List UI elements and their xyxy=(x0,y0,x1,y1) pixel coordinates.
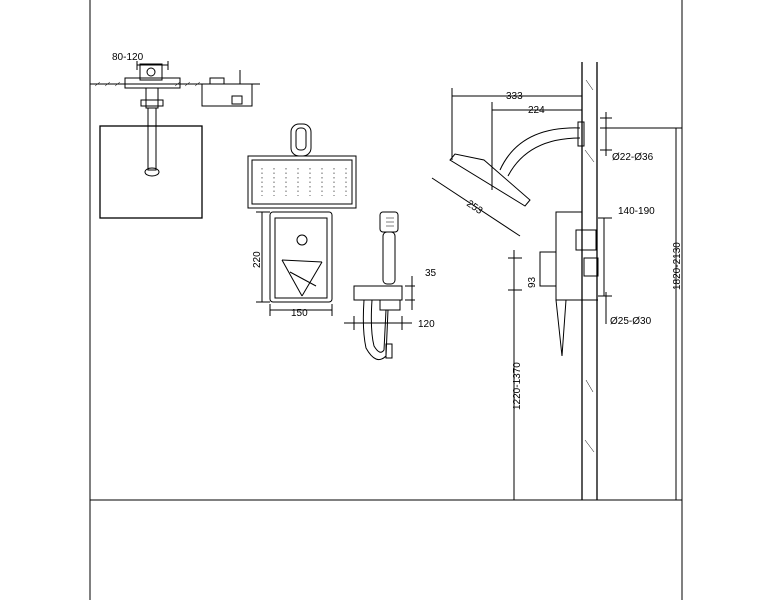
dim-valve-depth: 140-190 xyxy=(618,206,655,217)
front-view-shower-head xyxy=(247,123,357,209)
dim-pipe-diameter-bottom: Ø25-Ø30 xyxy=(610,316,652,327)
side-view-dim-lines xyxy=(431,88,682,500)
hand-shower-holder xyxy=(353,285,403,361)
dim-head-height: 1820-2130 xyxy=(672,242,683,290)
panel-height-dim xyxy=(256,211,270,303)
hand-shower xyxy=(379,211,399,285)
dim-holder-height: 120 xyxy=(418,319,435,330)
side-view-arm xyxy=(449,121,585,207)
dim-arm-reach: 333 xyxy=(506,91,523,102)
dim-panel-width: 150 xyxy=(291,308,308,319)
dim-valve-height: 1220-1370 xyxy=(512,362,523,410)
top-view-mount xyxy=(124,61,181,177)
panel-width-dim xyxy=(269,304,333,316)
holder-dims xyxy=(344,276,415,330)
side-view-valve-body xyxy=(539,211,599,357)
front-view-nozzles xyxy=(261,168,347,196)
dim-valve-offset: 93 xyxy=(527,276,538,288)
front-view-valve-panel xyxy=(269,211,333,303)
frame xyxy=(89,0,683,600)
dimension-labels: 80-120 333 224 Ø22-Ø36 253 140-190 220 1… xyxy=(112,52,683,410)
dim-pipe-diameter-top: Ø22-Ø36 xyxy=(612,152,654,163)
top-view-head-outline xyxy=(99,125,203,219)
dim-holder-offset: 35 xyxy=(425,268,437,279)
dim-panel-height: 220 xyxy=(252,251,263,268)
dim-arm-length: 224 xyxy=(528,105,545,116)
dim-ceiling-spacing: 80-120 xyxy=(112,52,144,63)
top-view-diverter xyxy=(201,70,253,107)
